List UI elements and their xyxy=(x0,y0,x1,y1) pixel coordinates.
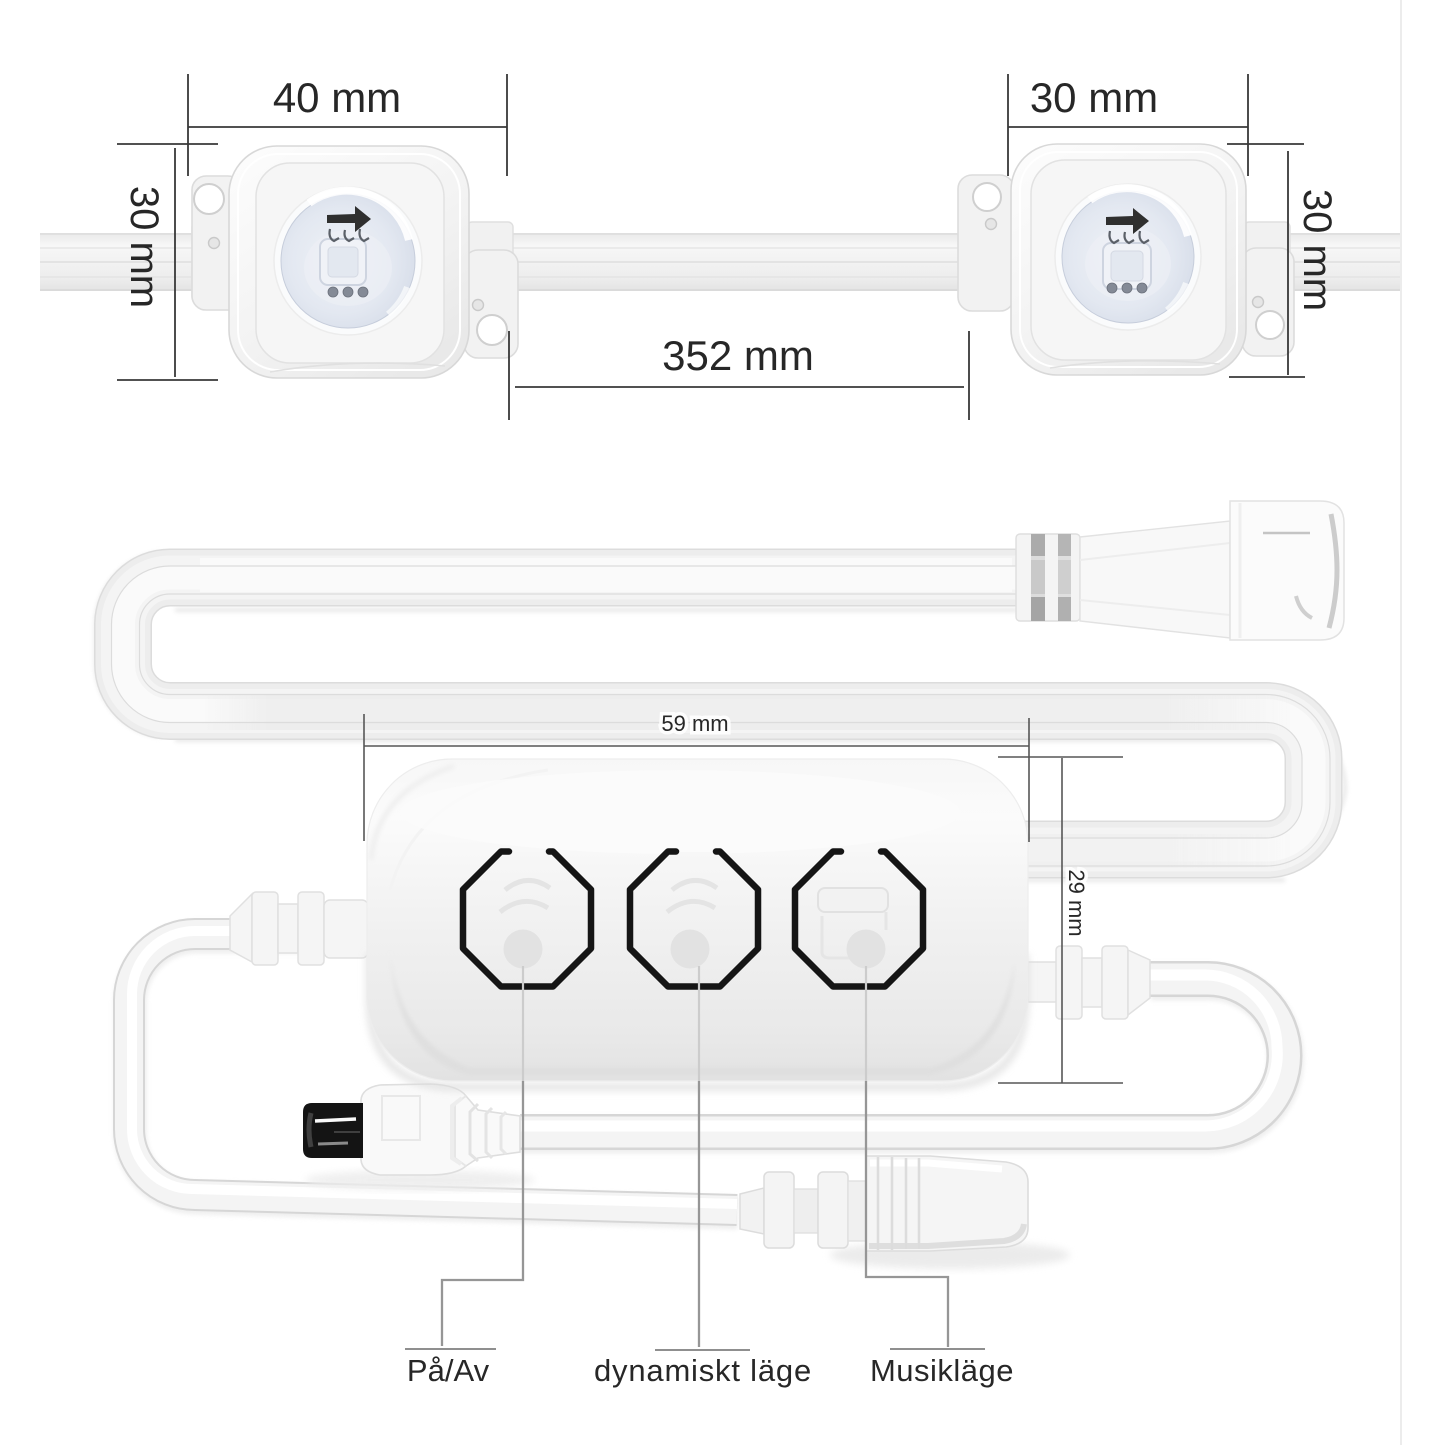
svg-text:29 mm: 29 mm xyxy=(1064,869,1089,936)
svg-text:30 mm: 30 mm xyxy=(122,186,166,308)
svg-text:29 mm: 29 mm xyxy=(1064,869,1089,936)
svg-text:40 mm: 40 mm xyxy=(273,74,401,121)
svg-text:59 mm: 59 mm xyxy=(661,711,728,736)
svg-text:Musikläge: Musikläge xyxy=(870,1353,1014,1388)
svg-text:59 mm: 59 mm xyxy=(661,711,728,736)
svg-text:30 mm: 30 mm xyxy=(1295,189,1339,311)
svg-text:dynamiskt läge: dynamiskt läge xyxy=(594,1353,812,1388)
svg-text:30 mm: 30 mm xyxy=(1030,74,1158,121)
svg-text:På/Av: På/Av xyxy=(407,1353,490,1388)
svg-text:352 mm: 352 mm xyxy=(662,332,814,379)
